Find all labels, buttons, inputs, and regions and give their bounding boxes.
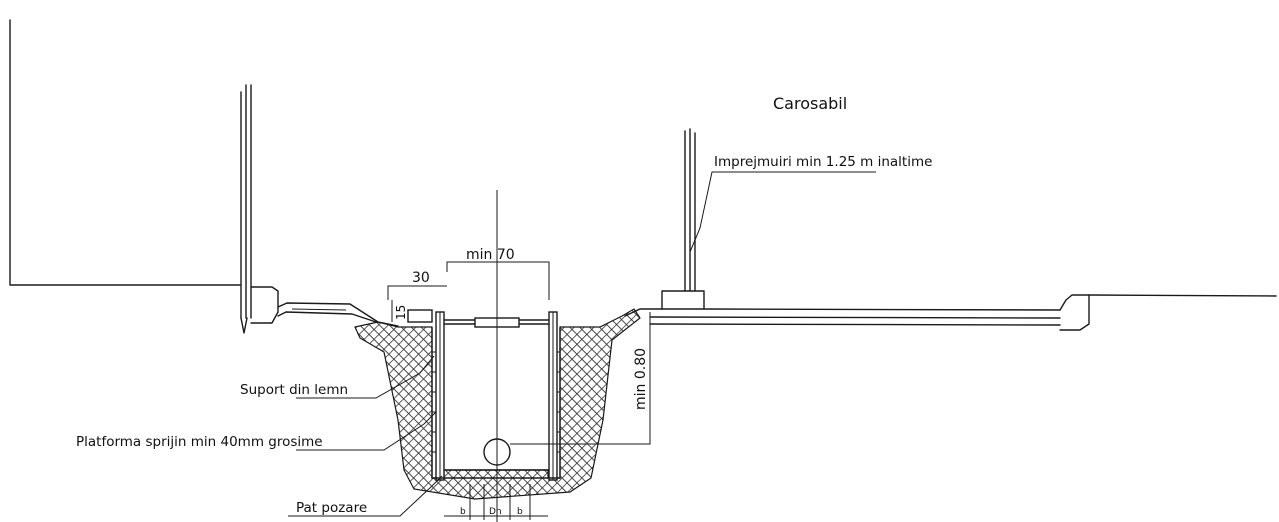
left-curb xyxy=(250,286,399,327)
dimension-depth-min: min 0.80 xyxy=(633,348,649,410)
label-imprejmuiri: Imprejmuiri min 1.25 m inaltime xyxy=(714,154,932,170)
right-ground xyxy=(624,290,1277,331)
label-carosabil: Carosabil xyxy=(773,94,847,113)
left-fence xyxy=(240,84,252,334)
dimension-b-left: b xyxy=(460,507,466,517)
left-terrain-line xyxy=(9,19,241,286)
label-suport: Suport din lemn xyxy=(240,382,348,398)
dimension-offset: 30 xyxy=(412,270,430,286)
trench-supports xyxy=(407,309,561,481)
right-fence xyxy=(684,128,696,292)
dimension-lines xyxy=(387,261,651,520)
leader-lines xyxy=(288,171,876,517)
label-pat-pozare: Pat pozare xyxy=(296,500,367,516)
pipe xyxy=(483,190,511,522)
dimension-dn: Dn xyxy=(489,507,502,517)
dimension-step: 15 xyxy=(394,305,408,320)
dimension-width-min: min 70 xyxy=(466,247,515,263)
dimension-b-right: b xyxy=(517,507,523,517)
label-platforma: Platforma sprijin min 40mm grosime xyxy=(76,434,323,450)
